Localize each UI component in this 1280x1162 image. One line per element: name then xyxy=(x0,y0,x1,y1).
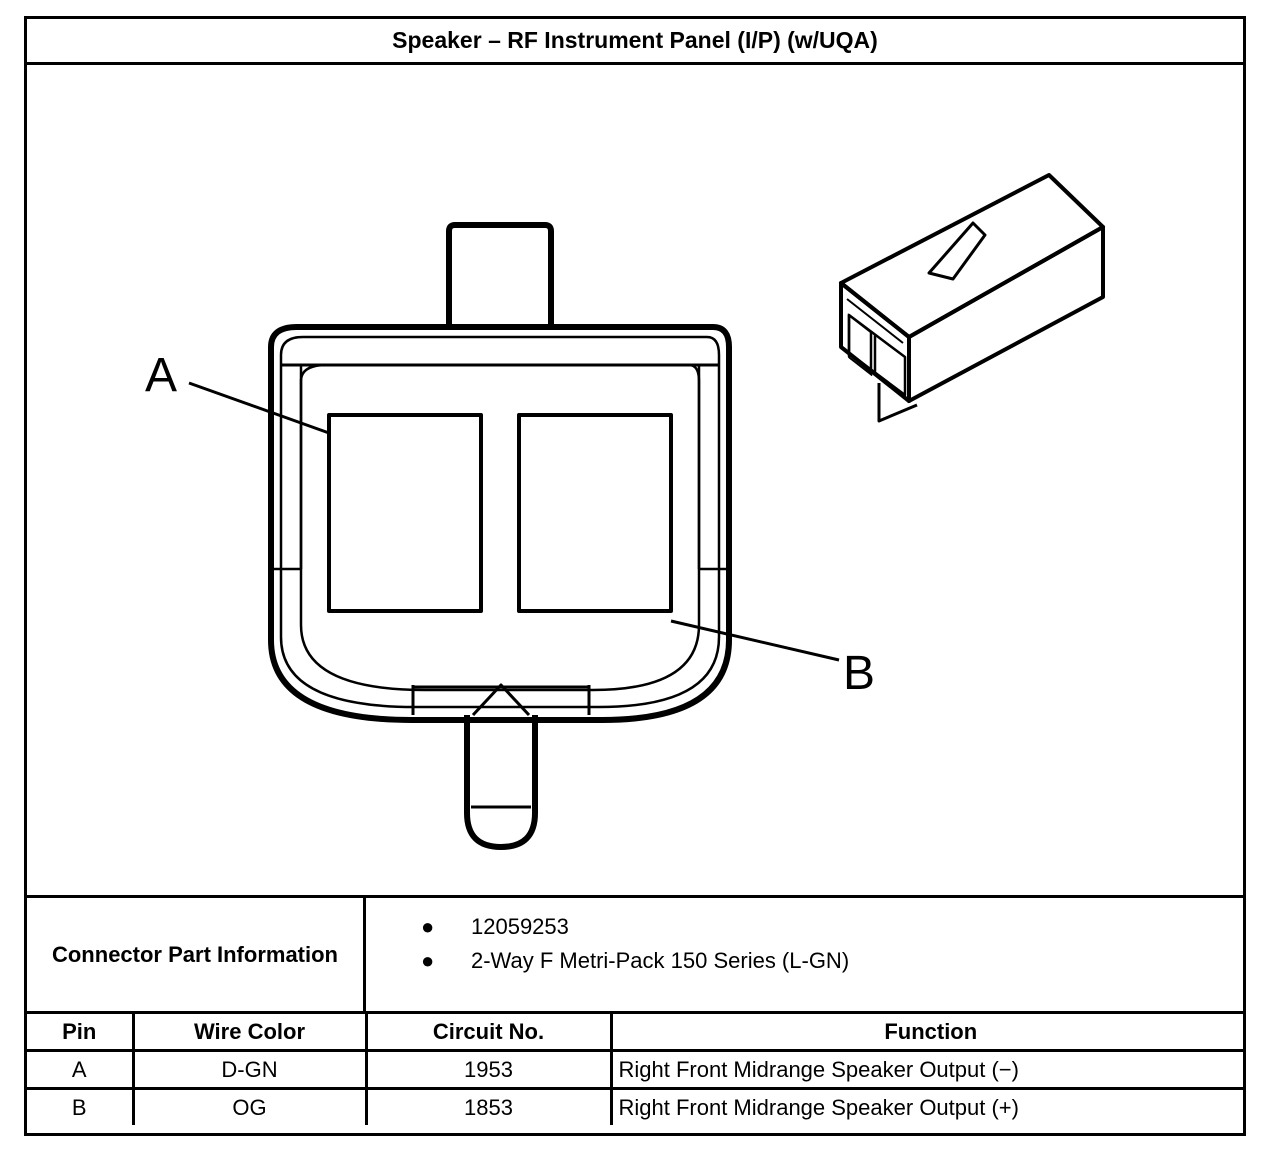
list-item: ● 12059253 xyxy=(366,910,1243,944)
pin-label-a: A xyxy=(145,349,177,402)
list-item: ● 2-Way F Metri-Pack 150 Series (L-GN) xyxy=(366,944,1243,978)
cell-wire-color: D-GN xyxy=(131,1049,368,1090)
page-title: Speaker – RF Instrument Panel (I/P) (w/U… xyxy=(27,19,1243,65)
cell-circuit: 1953 xyxy=(364,1049,613,1090)
leader-line-b xyxy=(670,619,840,662)
cavity-a xyxy=(327,413,483,613)
connector-part-info: Connector Part Information ● 12059253 ● 2-… xyxy=(27,895,1243,1014)
header-pin: Pin xyxy=(27,1014,135,1052)
iso-latch xyxy=(927,221,987,281)
bullet-icon: ● xyxy=(421,914,435,939)
bottom-key xyxy=(464,715,538,850)
cell-wire-color: OG xyxy=(131,1087,368,1125)
cell-pin: A xyxy=(27,1049,135,1090)
connector-diagram: A B xyxy=(27,65,1243,897)
header-wire-color: Wire Color xyxy=(131,1014,368,1052)
housing-outer xyxy=(268,324,732,723)
iso-front-face xyxy=(839,281,911,403)
cell-circuit: 1853 xyxy=(364,1087,613,1125)
bullet-icon: ● xyxy=(421,948,435,973)
iso-right-face xyxy=(907,225,1105,403)
connector-type: 2-Way F Metri-Pack 150 Series (L-GN) xyxy=(471,948,850,973)
table-row: B OG 1853 Right Front Midrange Speaker O… xyxy=(27,1087,1243,1125)
cell-function: Right Front Midrange Speaker Output (−) xyxy=(609,1049,1243,1090)
connector-sheet: Speaker – RF Instrument Panel (I/P) (w/U… xyxy=(24,16,1246,1136)
header-circuit: Circuit No. xyxy=(364,1014,613,1052)
iso-bottom-tab xyxy=(877,383,918,423)
table-row: A D-GN 1953 Right Front Midrange Speaker… xyxy=(27,1049,1243,1090)
leader-line-a xyxy=(188,381,330,435)
cavity-b xyxy=(517,413,673,613)
housing-inner-1 xyxy=(279,335,721,709)
connector-isometric-view xyxy=(839,173,1105,423)
bottom-key-arrow xyxy=(471,683,531,717)
iso-cavity-frame xyxy=(847,313,907,397)
cell-pin: B xyxy=(27,1087,135,1125)
iso-front-inner xyxy=(846,298,904,344)
header-function: Function xyxy=(609,1014,1243,1052)
table-header-row: Pin Wire Color Circuit No. Function xyxy=(27,1014,1243,1052)
part-number: 12059253 xyxy=(471,914,569,939)
connector-part-info-list: ● 12059253 ● 2-Way F Metri-Pack 150 Series… xyxy=(366,898,1243,1023)
cell-function: Right Front Midrange Speaker Output (+) xyxy=(609,1087,1243,1125)
connector-part-info-label: Connector Part Information xyxy=(27,898,366,1011)
top-latch-tab xyxy=(446,222,554,327)
pin-label-b: B xyxy=(843,647,875,700)
connector-drawing: A B xyxy=(145,173,1105,850)
pin-table: Pin Wire Color Circuit No. Function A D-… xyxy=(27,1014,1243,1125)
